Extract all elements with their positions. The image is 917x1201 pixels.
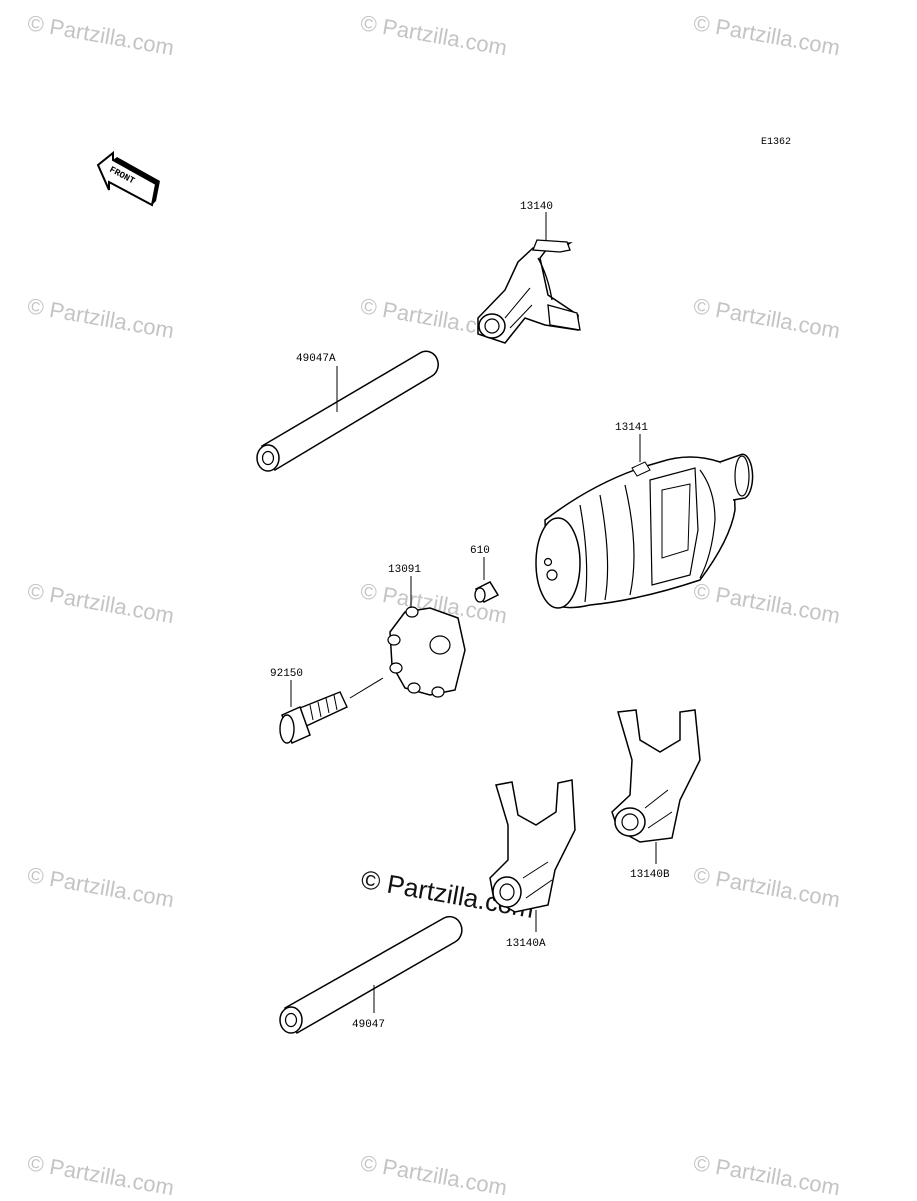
diagram-code: E1362 xyxy=(761,137,792,148)
part-13091-cam: 13091 xyxy=(387,564,466,698)
label-49047: 49047 xyxy=(352,1019,385,1031)
label-13141: 13141 xyxy=(615,422,648,434)
part-610-pin: 610 xyxy=(470,545,500,603)
part-13140-shift-fork: 13140 xyxy=(477,201,581,344)
part-49047-shaft: 49047 xyxy=(279,915,463,1035)
label-92150: 92150 xyxy=(270,668,303,680)
part-92150-bolt: 92150 xyxy=(270,668,384,745)
part-13140B-shift-fork: 13140B xyxy=(611,709,701,881)
label-610: 610 xyxy=(470,545,490,557)
label-13091: 13091 xyxy=(388,564,421,576)
label-49047A: 49047A xyxy=(296,353,336,365)
part-13141-shift-drum: 13141 xyxy=(535,422,754,609)
label-13140A: 13140A xyxy=(506,938,546,950)
part-49047A-shaft: 49047A xyxy=(256,350,439,472)
label-13140B: 13140B xyxy=(630,869,670,881)
part-13140A-shift-fork: 13140A xyxy=(489,779,576,950)
label-13140: 13140 xyxy=(520,201,553,213)
front-arrow-icon: FRONT xyxy=(96,150,160,207)
